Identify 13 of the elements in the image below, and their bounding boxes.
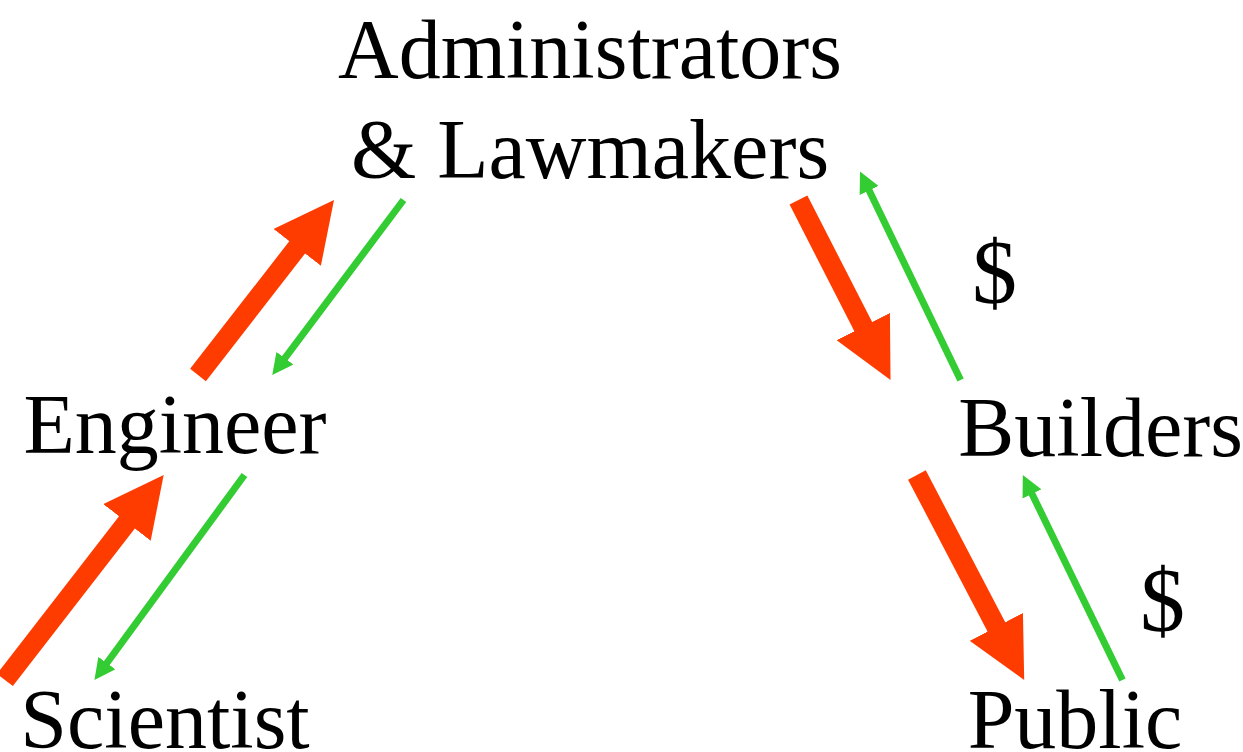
arrow	[908, 470, 1025, 680]
arrow	[859, 171, 964, 382]
arrow	[272, 197, 407, 375]
arrow	[1022, 475, 1126, 682]
arrow	[789, 195, 891, 380]
arrow	[190, 200, 334, 382]
node-label: Administrators & Lawmakers	[337, 2, 843, 198]
arrow	[0, 475, 164, 687]
node-label: Public	[967, 680, 1183, 752]
node-label: Builders	[958, 382, 1243, 473]
arrow	[94, 472, 248, 680]
node-label: Scientist	[20, 680, 310, 752]
node-label: Engineer	[23, 380, 327, 470]
